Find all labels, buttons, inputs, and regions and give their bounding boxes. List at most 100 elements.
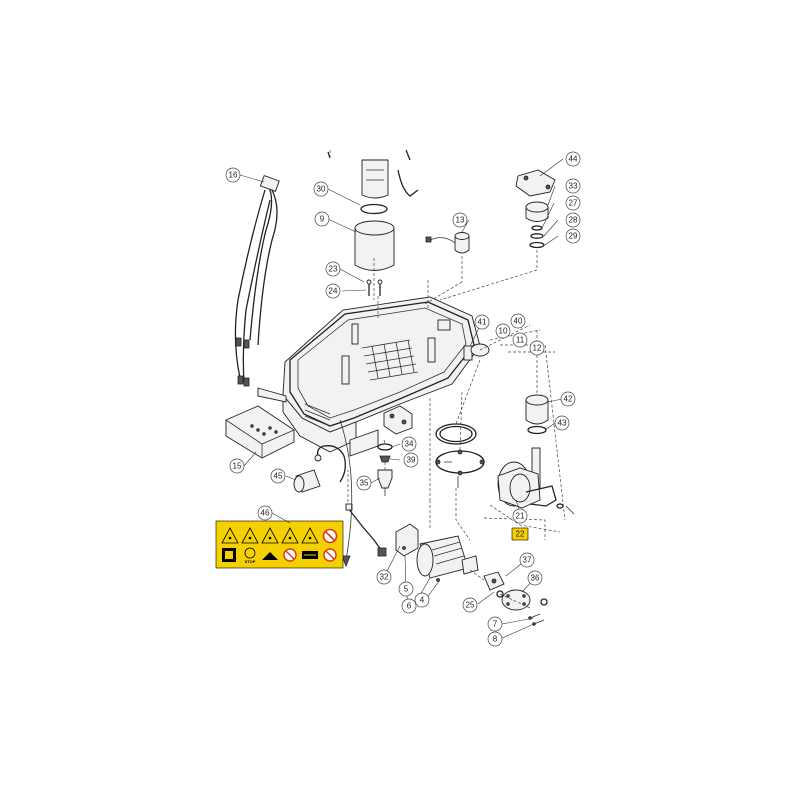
motor-assembly [345, 503, 479, 582]
label-15: 15 [229, 458, 245, 474]
o-ring-30 [360, 203, 388, 215]
control-box-15 [225, 405, 295, 459]
svg-text:33: 33 [569, 182, 578, 191]
label-5: 5 [398, 581, 414, 597]
label-42: 42 [560, 391, 576, 407]
svg-text:42: 42 [564, 395, 573, 404]
svg-text:36: 36 [531, 574, 540, 583]
label-33: 33 [565, 178, 581, 194]
warning-triangle-icon [261, 527, 279, 544]
svg-text:44: 44 [569, 155, 578, 164]
hazard-icon [244, 547, 256, 559]
wheel-21 [497, 461, 575, 515]
stop-text: STOP [245, 559, 256, 564]
label-24: 24 [325, 283, 341, 299]
svg-text:9: 9 [320, 215, 325, 224]
svg-text:45: 45 [274, 472, 283, 481]
label-25: 25 [462, 597, 478, 613]
washers-27-28-29 [529, 225, 545, 249]
main-housing [257, 296, 490, 457]
label-10: 10 [495, 323, 511, 339]
svg-text:35: 35 [360, 479, 369, 488]
svg-text:12: 12 [533, 344, 542, 353]
label-30: 30 [313, 181, 329, 197]
label-11: 11 [512, 332, 528, 348]
warning-triangle-icon [241, 527, 259, 544]
svg-text:43: 43 [558, 419, 567, 428]
label-28: 28 [565, 212, 581, 228]
label-8: 8 [487, 631, 503, 647]
svg-text:24: 24 [329, 287, 338, 296]
safety-warning-label: STOP [215, 520, 344, 569]
label-21: 21 [512, 508, 528, 524]
label-29: 29 [565, 228, 581, 244]
svg-text:5: 5 [404, 585, 409, 594]
svg-text:16: 16 [229, 171, 238, 180]
svg-text:32: 32 [380, 573, 389, 582]
svg-text:8: 8 [493, 635, 498, 644]
warning-triangle-icon [301, 527, 319, 544]
gaskets-41-10 [435, 423, 485, 488]
label-35: 35 [356, 475, 372, 491]
label-23: 23 [325, 261, 341, 277]
mower-icon [262, 552, 278, 560]
svg-text:6: 6 [407, 602, 412, 611]
leader-lines [239, 158, 564, 640]
housing-inner-grid [361, 339, 419, 381]
label-41: 41 [474, 314, 490, 330]
label-40: 40 [510, 313, 526, 329]
arrow-head [341, 555, 351, 568]
top-tube-part [327, 149, 419, 199]
warning-icons-row-2: STOP [222, 547, 337, 564]
svg-text:10: 10 [499, 327, 508, 336]
label-36: 36 [527, 570, 543, 586]
svg-text:11: 11 [516, 336, 525, 345]
label-32: 32 [376, 569, 392, 585]
svg-text:25: 25 [466, 601, 475, 610]
svg-text:28: 28 [569, 216, 578, 225]
label-6: 6 [401, 598, 417, 614]
warning-icons-row-1 [221, 527, 338, 544]
label-34: 34 [401, 436, 417, 452]
battery-cylinder-9 [354, 220, 395, 271]
warning-triangle-icon [281, 527, 299, 544]
shaft-42-43 [525, 394, 549, 489]
label-39: 39 [403, 452, 419, 468]
svg-text:21: 21 [516, 512, 525, 521]
label-37: 37 [519, 552, 535, 568]
label-27: 27 [565, 195, 581, 211]
wire-harness-16 [234, 174, 280, 387]
arrow-to-label-46 [339, 419, 353, 561]
svg-text:29: 29 [569, 232, 578, 241]
warning-triangle-icon [221, 527, 239, 544]
label-13: 13 [452, 212, 468, 228]
cable-45 [293, 445, 346, 493]
svg-text:30: 30 [317, 185, 326, 194]
svg-text:4: 4 [420, 596, 425, 605]
svg-text:7: 7 [493, 620, 498, 629]
svg-text:39: 39 [407, 456, 416, 465]
svg-text:27: 27 [569, 199, 578, 208]
svg-text:40: 40 [514, 317, 523, 326]
bracket-44 [515, 169, 556, 197]
label-4: 4 [414, 592, 430, 608]
svg-text:46: 46 [261, 509, 270, 518]
label-16: 16 [225, 167, 241, 183]
svg-text:13: 13 [456, 216, 465, 225]
svg-text:22: 22 [516, 530, 525, 539]
sensor-13 [425, 232, 470, 254]
drawing-layer [225, 149, 575, 626]
part-labels: 16 30 9 23 24 13 44 33 27 28 29 41 40 10… [225, 151, 581, 647]
label-22-highlighted: 22 [511, 527, 529, 541]
label-9: 9 [314, 211, 330, 227]
svg-text:37: 37 [523, 556, 532, 565]
svg-text:23: 23 [329, 265, 338, 274]
svg-text:15: 15 [233, 462, 242, 471]
label-43: 43 [554, 415, 570, 431]
label-45: 45 [270, 468, 286, 484]
label-46: 46 [257, 505, 273, 521]
label-44: 44 [565, 151, 581, 167]
label-12: 12 [529, 340, 545, 356]
svg-text:41: 41 [478, 318, 487, 327]
